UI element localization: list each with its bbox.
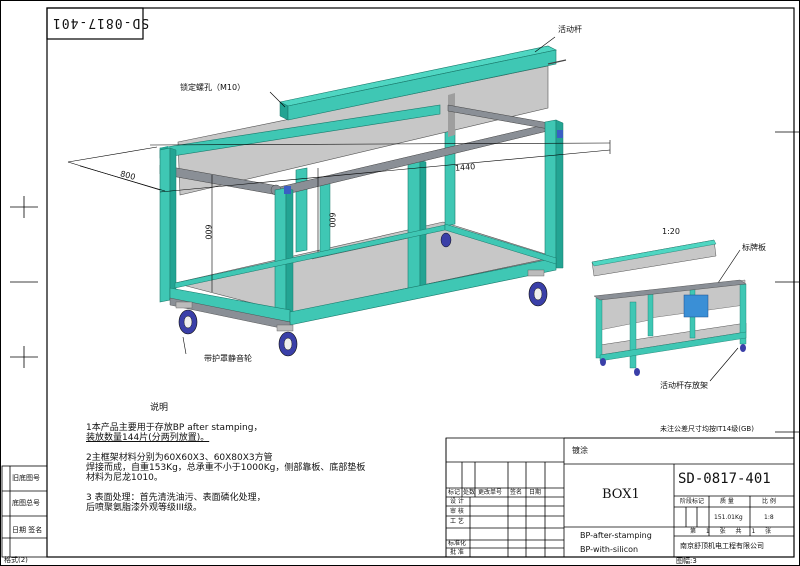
scale-value: 1:8 xyxy=(764,514,774,521)
margin-date-signature: 日期 签名 xyxy=(12,526,43,534)
right-ticks xyxy=(775,131,800,433)
margin-format: 格式(2) xyxy=(4,556,28,564)
weight-label: 质 量 xyxy=(720,498,734,505)
product-name: BOX1 xyxy=(602,487,640,502)
weight-value: 151.01Kg xyxy=(714,514,743,521)
col-sign: 签名 xyxy=(510,489,523,496)
drawing-number-box xyxy=(46,7,144,40)
col-date: 日期 xyxy=(529,489,542,496)
callout-label-plate: 标牌板 xyxy=(742,243,766,252)
callout-movable-bar: 活动杆 xyxy=(558,25,582,34)
note-1a: 1本产品主要用于存放BP after stamping， xyxy=(86,423,263,433)
dimension-lines xyxy=(67,140,611,292)
note-3a: 3 表面处理：首先清洗油污、表面磷化处理， xyxy=(86,493,266,503)
margin-drawing-total-no: 底图总号 xyxy=(12,499,40,507)
frame-post-middle xyxy=(407,159,421,292)
stage-label: 阶段标记 xyxy=(680,498,705,505)
col-change-no: 更改单号 xyxy=(478,489,503,496)
note-3b: 后喷聚氨脂漆外观等级III级。 xyxy=(86,503,202,513)
small-cart xyxy=(591,239,747,376)
note-1b: 装放数量144片(分两列放置)。 xyxy=(86,433,210,443)
margin-old-drawing-no: 旧底图号 xyxy=(12,474,40,482)
callout-locking-screw: 锁定螺孔（M10） xyxy=(180,83,246,92)
description-line-1: BP-after-stamping xyxy=(580,531,652,540)
main-cart xyxy=(159,45,567,357)
format-label: 图幅:3 xyxy=(676,557,697,565)
col-count: 处数 xyxy=(463,489,476,496)
callout-caster: 带护罩静音轮 xyxy=(204,354,252,363)
frame-post-front-left xyxy=(159,147,171,303)
note-2c: 材料为尼龙1010。 xyxy=(86,473,163,483)
company-name: 南京舒顶机电工程有限公司 xyxy=(680,542,764,550)
label-plate xyxy=(683,294,709,318)
general-tolerance: 未注公差尺寸均按IT14级(GB) xyxy=(660,425,754,433)
note-2b: 焊接而成，自重153Kg，总承重不小于1000Kg，侧部靠板、底部垫板 xyxy=(86,463,366,473)
drawing-number-rotated: SD-0817-401 xyxy=(52,15,150,30)
left-margin-table xyxy=(1,465,48,558)
signature-box-label: 镀涂 xyxy=(572,446,588,455)
notes-heading: 说明 xyxy=(150,403,169,413)
callout-scale: 1:20 xyxy=(662,227,680,236)
frame-post-back-left xyxy=(295,167,308,253)
frame-post-far-right xyxy=(544,119,557,271)
caster-wheels xyxy=(175,232,548,357)
note-2a: 2主框架材料分别为60X60X3、60X80X3方管 xyxy=(86,453,273,463)
scale-label: 比 例 xyxy=(762,498,776,505)
callout-bar-storage: 活动杆存放架 xyxy=(660,381,708,390)
row-process: 工 艺 xyxy=(450,518,464,525)
description-line-2: BP-with-silicon xyxy=(580,545,639,554)
row-design: 设 计 xyxy=(450,498,464,505)
row-standard: 标准化 xyxy=(448,540,467,547)
inner-border xyxy=(46,7,795,558)
sheet-count: 第 1 张 共 1 张 xyxy=(690,528,772,535)
frame-post-front-right xyxy=(274,187,287,326)
drawing-number: SD-0817-401 xyxy=(678,471,771,487)
row-approve: 批 准 xyxy=(450,549,464,556)
col-mark: 标记 xyxy=(448,489,461,496)
dimension-height-mid: 600 xyxy=(327,212,337,228)
margin-ticks xyxy=(10,196,38,368)
dimension-height-left: 600 xyxy=(203,224,213,240)
row-check: 审 核 xyxy=(450,508,464,515)
